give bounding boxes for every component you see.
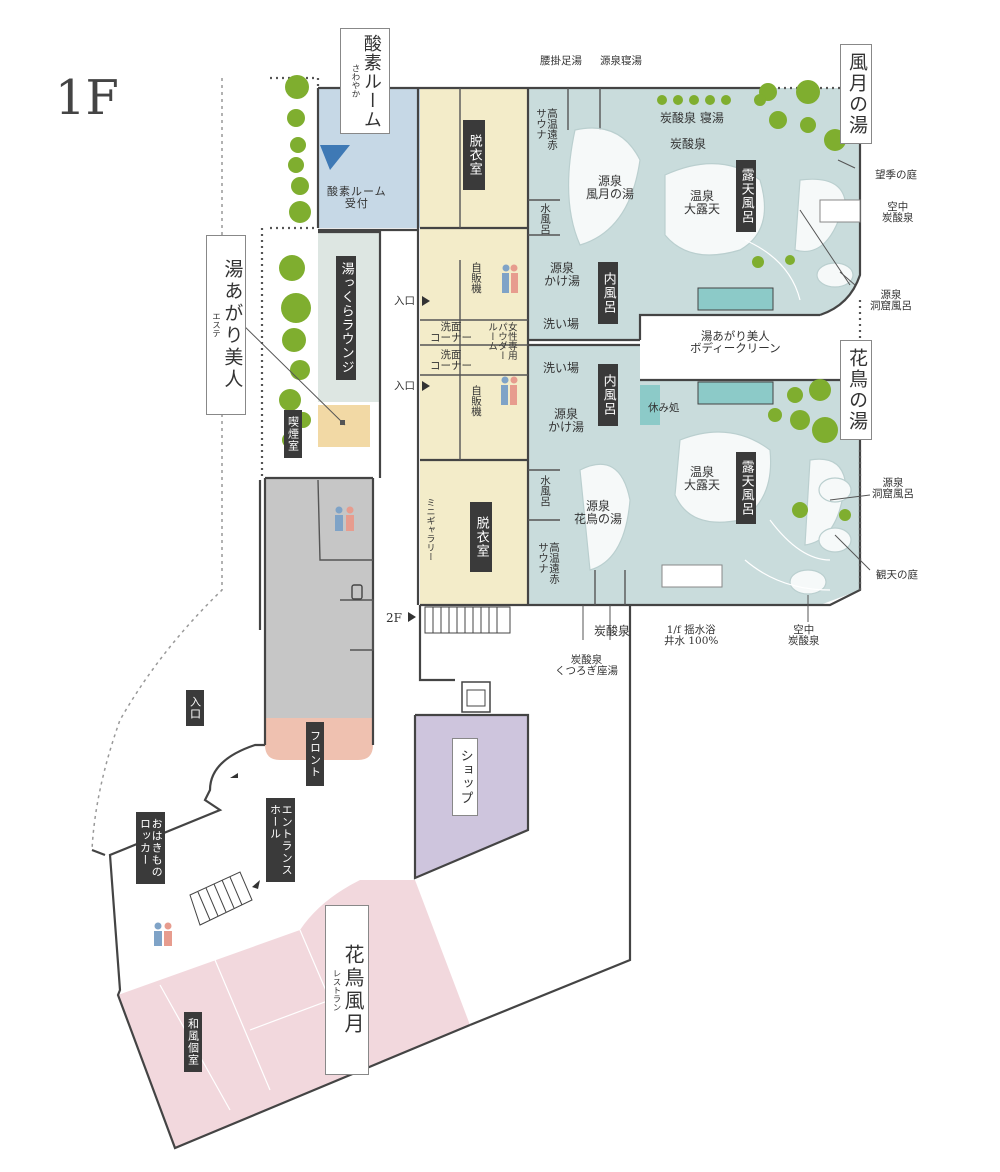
white-slab-bottom — [661, 564, 723, 588]
roten-badge-2: 露天風呂 — [736, 452, 756, 524]
onsen-daironten-label-2: 温泉 大露天 — [684, 465, 721, 492]
sanso-title: 酸素ルーム — [360, 33, 382, 129]
fugetsu-title: 風月の湯 — [845, 52, 868, 136]
gensen-kacho-label: 源泉 花鳥の湯 — [574, 499, 623, 526]
vending-label-1: 自販機 — [470, 262, 483, 294]
datsui-badge-2: 脱衣室 — [470, 502, 492, 572]
tansan-neyu-label: 炭酸泉 寝湯 — [660, 111, 724, 125]
onsen-daironten-label-1: 温泉 大露天 — [684, 189, 721, 216]
tansan-kutsurogi-label: 炭酸泉 くつろぎ座湯 — [555, 654, 618, 678]
entrance-hall-badge: エントランス ホール — [266, 798, 296, 882]
uchiburo-badge-1: 内風呂 — [598, 262, 618, 324]
sanso-ruby: さわやか — [350, 64, 361, 98]
oxygen-desk — [320, 145, 350, 170]
phone-icon — [351, 584, 363, 600]
restaurant-title: 花鳥風月 — [340, 944, 365, 1036]
boki-label: 望季の庭 — [875, 169, 917, 181]
smoking-area — [318, 405, 370, 447]
restaurant-title-box: レストラン 花鳥風月 — [325, 905, 369, 1075]
stairs-2f — [424, 606, 511, 634]
uchiburo-badge-2: 内風呂 — [598, 364, 618, 426]
locker-badge: おはきもの ロッカー — [136, 812, 166, 884]
kuchu-tansan-bottom-label: 空中 炭酸泉 — [788, 624, 820, 648]
site-boundary — [91, 78, 223, 851]
floor-label: 1F — [55, 70, 119, 126]
gensen-kake-label-2: 源泉 かけ湯 — [548, 407, 585, 434]
kacho-title-box: 花鳥の湯 — [840, 340, 872, 440]
pool-bottom — [697, 381, 774, 405]
gensen-neyu-label: 源泉寝湯 — [600, 55, 642, 67]
koshikake-label: 腰掛足湯 — [540, 55, 582, 67]
restaurant-ruby: レストラン — [330, 968, 341, 1012]
toilet-icons — [154, 264, 518, 946]
fugetsu-title-box: 風月の湯 — [840, 44, 872, 144]
gallery-label: ミニギャラリー — [424, 498, 435, 561]
entrance-left-badge: 入口 — [186, 690, 204, 726]
datsui-badge-1: 脱衣室 — [463, 120, 485, 190]
mizu-label-2: 水風呂 — [539, 475, 552, 507]
kenkou-label: 1/f 揺水浴 井水 100% — [664, 624, 719, 648]
pool-top — [697, 287, 774, 311]
kacho-title: 花鳥の湯 — [845, 348, 868, 432]
lounge-badge: 湯っくらラウンジ — [336, 256, 356, 380]
gensen-kake-label-1: 源泉 かけ湯 — [544, 261, 581, 288]
front-badge: フロント — [306, 722, 324, 786]
sanso-desk-label: 酸素ルーム 受付 — [327, 185, 387, 210]
sauna-label-2: 高温遠赤 サウナ — [537, 542, 561, 584]
sanso-title-box: さわやか 酸素ルーム — [340, 28, 390, 134]
washitsu-badge: 和風個室 — [184, 1012, 202, 1072]
gensen-dokutsu-label-1: 源泉 洞窟風呂 — [870, 289, 912, 313]
gensen-dokutsu-label-2: 源泉 洞窟風呂 — [872, 477, 914, 501]
este-ruby: エステ — [210, 312, 221, 338]
este-title-box: エステ 湯あがり美人 — [206, 235, 246, 415]
sauna-label-1: 高温遠赤 サウナ — [535, 108, 559, 150]
divider-strip — [640, 315, 860, 380]
vending-label-2: 自販機 — [470, 385, 483, 417]
mizu-label-1: 水風呂 — [539, 203, 552, 235]
senmen-label-1: 洗面 コーナー — [430, 321, 472, 345]
tansan-bottom-label: 炭酸泉 — [594, 624, 631, 638]
gensen-fugetsu-label: 源泉 風月の湯 — [586, 174, 635, 201]
white-slab-top — [819, 199, 861, 223]
kuchu-tansan-label: 空中 炭酸泉 — [882, 201, 914, 225]
entrance-right-label-2: 入口 — [394, 380, 415, 392]
araiba-label-1: 洗い場 — [543, 317, 580, 331]
araiba-label-2: 洗い場 — [543, 361, 580, 375]
to-2f-label: 2F — [386, 611, 402, 625]
este-title: 湯あがり美人 — [221, 259, 244, 391]
shop-badge: ショップ — [452, 738, 478, 816]
smoking-badge: 喫煙室 — [284, 410, 302, 458]
senmen-label-2: 洗面 コーナー — [430, 349, 472, 373]
yuagari-label: 湯あがり美人 ボディークリーン — [690, 329, 781, 356]
elevator-icon — [461, 681, 491, 713]
roten-badge-1: 露天風呂 — [736, 160, 756, 232]
tansan-top-label: 炭酸泉 — [670, 137, 707, 151]
stairs-entrance — [189, 871, 253, 926]
yasumi-label: 休み処 — [648, 402, 680, 414]
powder-label: 女性専用 パウダー ルーム — [485, 322, 517, 360]
entrance-right-label-1: 入口 — [394, 295, 415, 307]
pool-yasumi — [640, 385, 660, 425]
kanten-label: 観天の庭 — [876, 569, 918, 581]
